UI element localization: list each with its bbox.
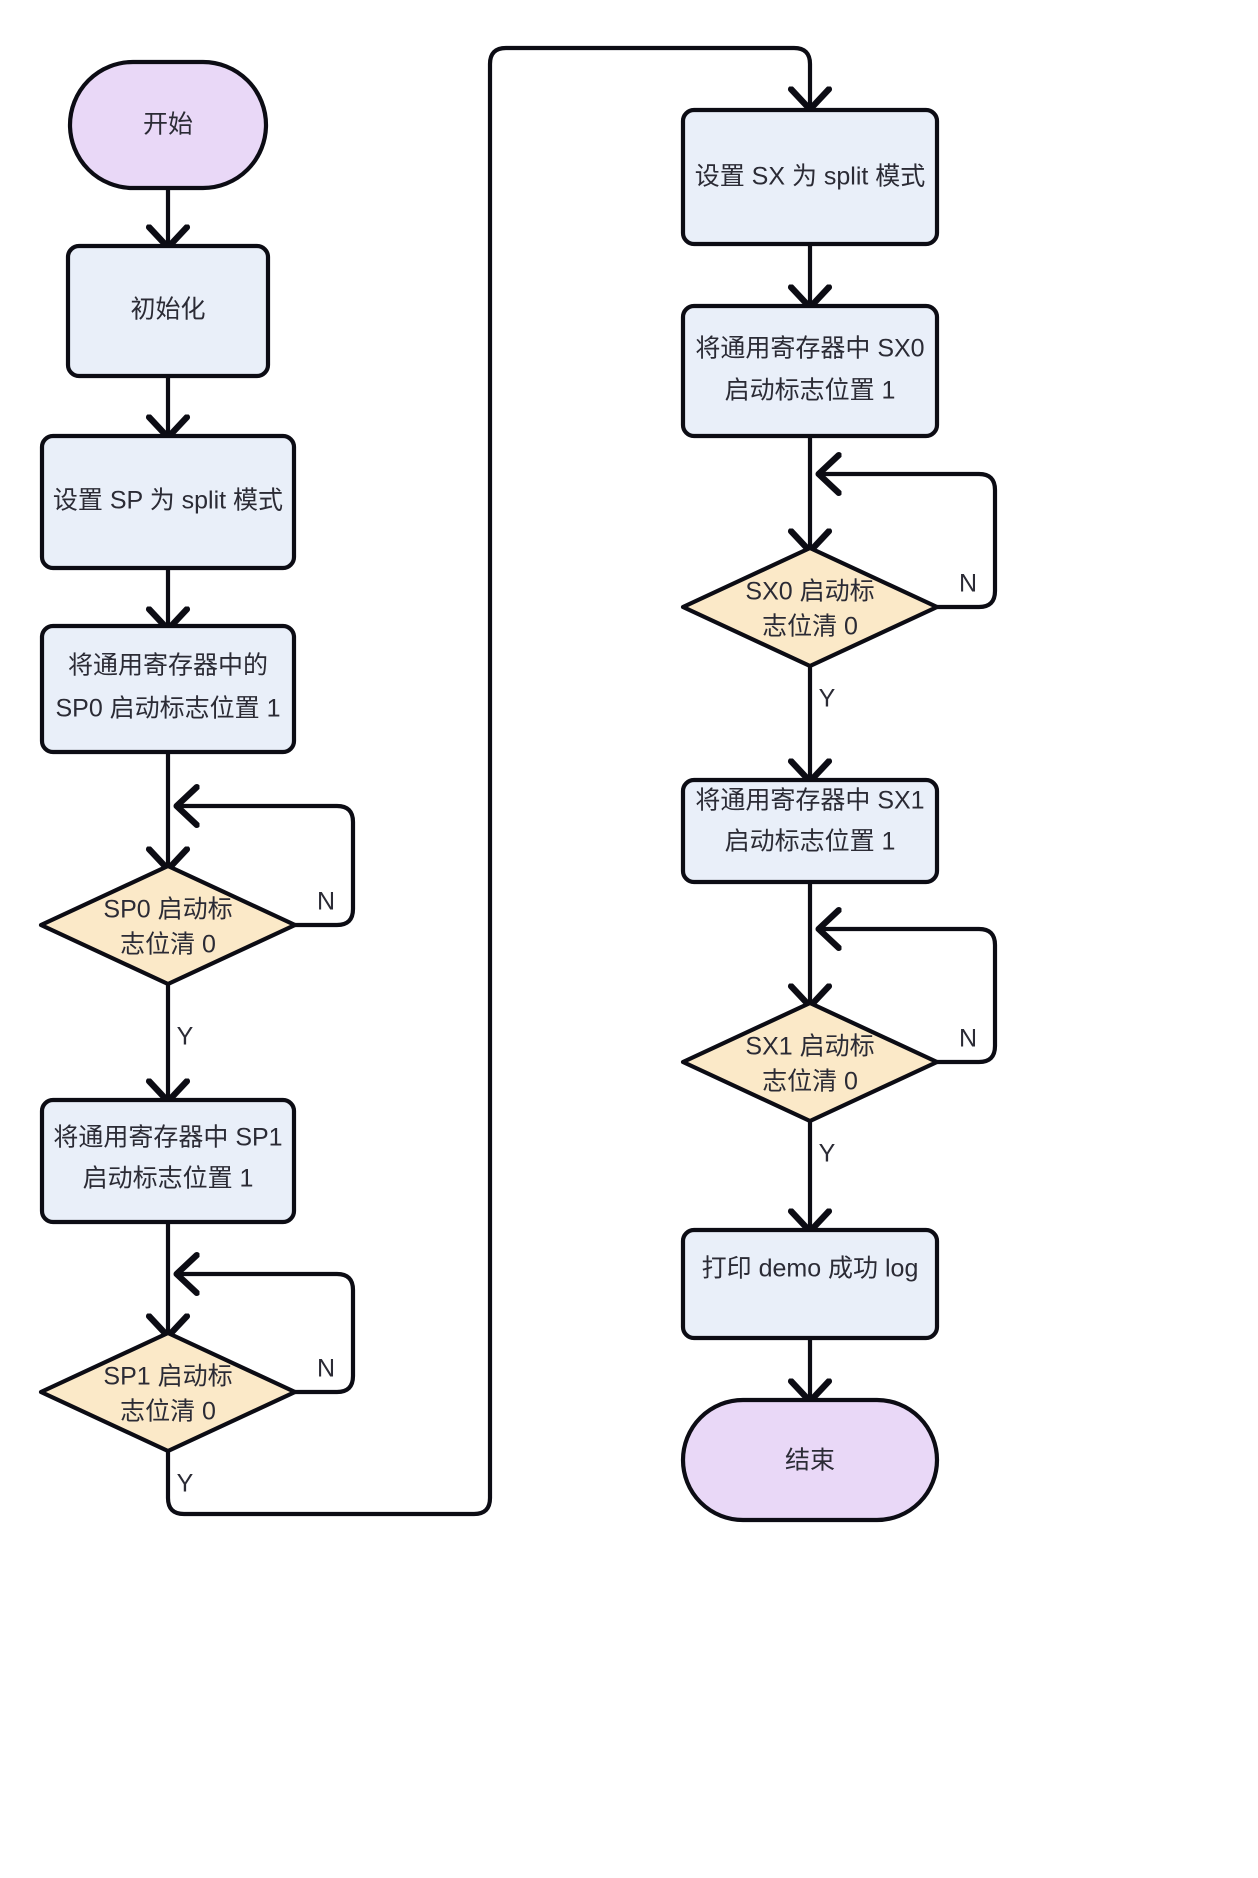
edge-sx0check-no-loop bbox=[822, 474, 998, 610]
node-sp0-check-line2: 志位清 0 bbox=[120, 931, 216, 959]
node-print-demo-log-label: 打印 demo 成功 log bbox=[702, 1255, 919, 1283]
edge-sp0check-no-loop bbox=[180, 806, 356, 928]
edge-label-sp0-no: N bbox=[317, 888, 335, 916]
node-sp0-set-flag[interactable]: 将通用寄存器中的 SP0 启动标志位置 1 bbox=[39, 623, 297, 755]
node-sx0-set-flag[interactable]: 将通用寄存器中 SX0 启动标志位置 1 bbox=[680, 303, 940, 439]
node-sx0-set-flag-line2: 启动标志位置 1 bbox=[725, 377, 896, 405]
node-sx1-check[interactable]: SX1 启动标 志位清 0 bbox=[680, 1000, 940, 1124]
node-sp0-check-line1: SP0 启动标 bbox=[103, 896, 232, 924]
node-sx1-set-flag-line1: 将通用寄存器中 SX1 bbox=[695, 787, 924, 815]
node-sp1-check-line2: 志位清 0 bbox=[120, 1398, 216, 1426]
edge-label-sp1-no: N bbox=[317, 1355, 335, 1383]
node-sp1-set-flag-line1: 将通用寄存器中 SP1 bbox=[53, 1124, 282, 1152]
node-print-demo-log[interactable]: 打印 demo 成功 log bbox=[680, 1227, 940, 1341]
edge-sp1check-no-loop bbox=[180, 1274, 356, 1395]
edge-label-sp1-yes: Y bbox=[177, 1470, 194, 1498]
edge-sx1check-no-loop bbox=[822, 929, 998, 1065]
edge-label-sx0-yes: Y bbox=[819, 685, 836, 713]
node-sx0-check-line2: 志位清 0 bbox=[762, 613, 858, 641]
node-init[interactable]: 初始化 bbox=[65, 243, 271, 379]
edge-label-sx0-no: N bbox=[959, 570, 977, 598]
node-sx-split-mode-label: 设置 SX 为 split 模式 bbox=[695, 163, 926, 191]
node-sp1-check-line1: SP1 启动标 bbox=[103, 1363, 232, 1391]
node-start[interactable]: 开始 bbox=[67, 59, 269, 191]
node-start-label: 开始 bbox=[143, 111, 193, 139]
node-sx1-set-flag-line2: 启动标志位置 1 bbox=[725, 828, 896, 856]
edge-label-sx1-yes: Y bbox=[819, 1140, 836, 1168]
node-sp0-set-flag-line1: 将通用寄存器中的 bbox=[68, 652, 268, 680]
node-sp0-check[interactable]: SP0 启动标 志位清 0 bbox=[38, 863, 298, 987]
node-end[interactable]: 结束 bbox=[680, 1397, 940, 1523]
node-sx0-check-line1: SX0 启动标 bbox=[745, 578, 874, 606]
node-sp1-set-flag[interactable]: 将通用寄存器中 SP1 启动标志位置 1 bbox=[39, 1097, 297, 1225]
node-sp-split-mode[interactable]: 设置 SP 为 split 模式 bbox=[39, 433, 297, 571]
node-sx0-check[interactable]: SX0 启动标 志位清 0 bbox=[680, 545, 940, 669]
node-end-label: 结束 bbox=[785, 1447, 835, 1475]
node-sx1-set-flag[interactable]: 将通用寄存器中 SX1 启动标志位置 1 bbox=[680, 777, 940, 885]
node-sx0-set-flag-line1: 将通用寄存器中 SX0 bbox=[695, 335, 924, 363]
edge-label-sx1-no: N bbox=[959, 1025, 977, 1053]
edge-sp1check-yes-to-sxsplit bbox=[165, 45, 810, 1517]
node-sp0-set-flag-line2: SP0 启动标志位置 1 bbox=[55, 695, 280, 723]
node-sp1-check[interactable]: SP1 启动标 志位清 0 bbox=[38, 1330, 298, 1454]
node-sx1-check-line1: SX1 启动标 bbox=[745, 1033, 874, 1061]
edge-label-sp0-yes: Y bbox=[177, 1023, 194, 1051]
node-sx-split-mode[interactable]: 设置 SX 为 split 模式 bbox=[680, 107, 940, 247]
node-sp-split-mode-label: 设置 SP 为 split 模式 bbox=[53, 487, 283, 515]
node-init-label: 初始化 bbox=[130, 296, 205, 324]
node-sx1-check-line2: 志位清 0 bbox=[762, 1068, 858, 1096]
node-sp1-set-flag-line2: 启动标志位置 1 bbox=[83, 1165, 254, 1193]
